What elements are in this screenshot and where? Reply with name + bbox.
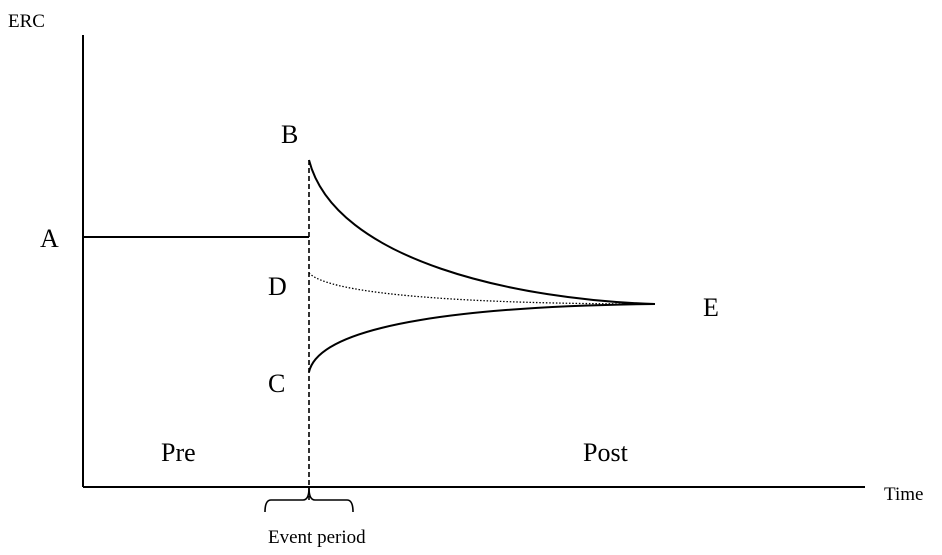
region-label-pre: Pre bbox=[161, 438, 196, 467]
point-label-d: D bbox=[268, 272, 287, 301]
event-period-brace bbox=[264, 487, 354, 513]
point-label-c: C bbox=[268, 369, 285, 398]
middle-curve-d-to-e bbox=[308, 272, 656, 305]
point-label-b: B bbox=[281, 120, 298, 149]
point-label-e: E bbox=[703, 293, 719, 322]
point-label-a: A bbox=[40, 224, 59, 253]
region-label-post: Post bbox=[583, 438, 629, 467]
upper-curve-b-to-e bbox=[308, 159, 656, 305]
x-axis-label: Time bbox=[884, 484, 923, 505]
lower-curve-c-to-e bbox=[308, 303, 656, 373]
event-period-label: Event period bbox=[268, 527, 366, 548]
y-axis-label: ERC bbox=[8, 11, 45, 32]
